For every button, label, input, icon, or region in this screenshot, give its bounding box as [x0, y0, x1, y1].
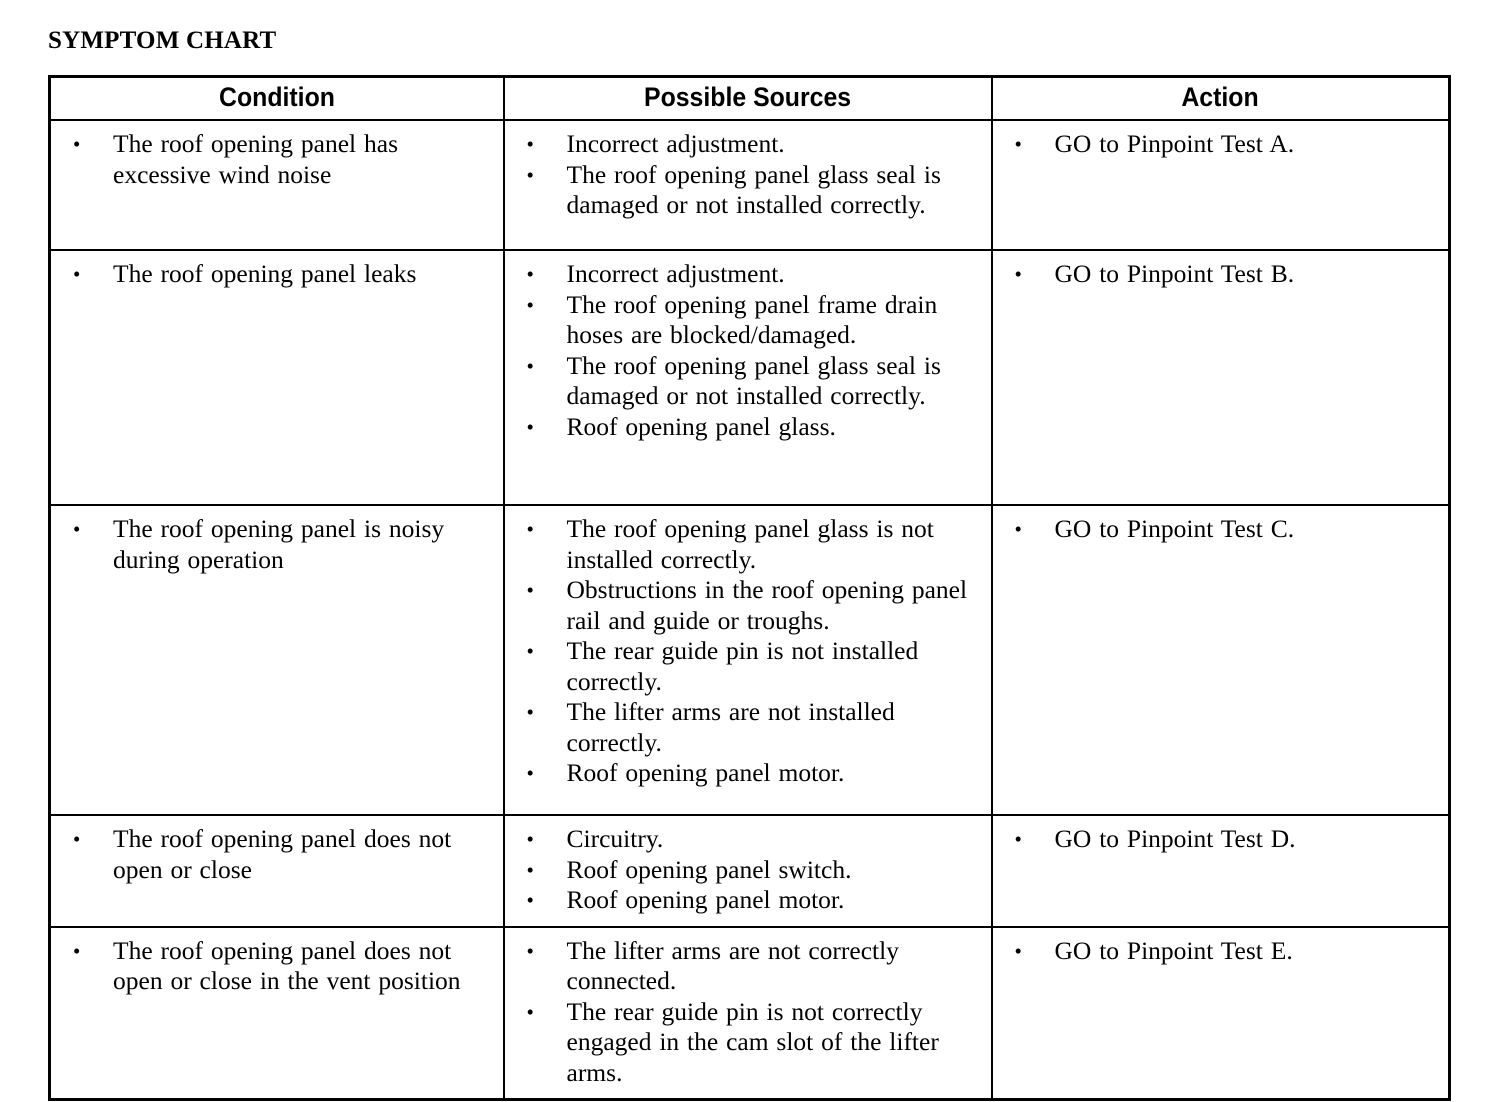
column-header-possible-sources-label: Possible Sources: [643, 82, 852, 112]
list-item: GO to Pinpoint Test C.: [999, 514, 1443, 545]
action-list: GO to Pinpoint Test C.: [999, 514, 1443, 545]
cell-action: GO to Pinpoint Test A.: [990, 119, 1451, 251]
list-item: Roof opening panel motor.: [511, 885, 985, 916]
list-item: The lifter arms are not correctly connec…: [511, 936, 985, 997]
table-row: The roof opening panel leaks Incorrect a…: [48, 249, 1451, 506]
list-item: Incorrect adjustment.: [511, 259, 985, 290]
action-list: GO to Pinpoint Test D.: [999, 824, 1443, 855]
condition-list: The roof opening panel has excessive win…: [57, 129, 497, 190]
column-header-possible-sources: Possible Sources: [502, 75, 993, 121]
cell-possible-sources: Incorrect adjustment. The roof opening p…: [502, 119, 993, 251]
possible-sources-list: The lifter arms are not correctly connec…: [511, 936, 985, 1089]
cell-condition: The roof opening panel does not open or …: [48, 814, 505, 928]
table-body: The roof opening panel has excessive win…: [48, 119, 1451, 1101]
cell-possible-sources: Circuitry. Roof opening panel switch. Ro…: [502, 814, 993, 928]
cell-action: GO to Pinpoint Test E.: [990, 925, 1451, 1101]
condition-list: The roof opening panel does not open or …: [57, 936, 497, 997]
possible-sources-list: The roof opening panel glass is not inst…: [511, 514, 985, 789]
list-item: The roof opening panel leaks: [57, 259, 497, 290]
cell-action: GO to Pinpoint Test B.: [990, 249, 1451, 506]
symptom-chart-table: Condition Possible Sources Action The ro…: [48, 75, 1451, 1101]
possible-sources-list: Incorrect adjustment. The roof opening p…: [511, 259, 985, 442]
table-row: The roof opening panel is noisy during o…: [48, 504, 1451, 816]
cell-condition: The roof opening panel does not open or …: [48, 925, 505, 1101]
list-item: GO to Pinpoint Test A.: [999, 129, 1443, 160]
list-item: Obstructions in the roof opening panel r…: [511, 575, 985, 636]
list-item: GO to Pinpoint Test D.: [999, 824, 1443, 855]
list-item: The rear guide pin is not installed corr…: [511, 636, 985, 697]
list-item: The lifter arms are not installed correc…: [511, 697, 985, 758]
list-item: The roof opening panel is noisy during o…: [57, 514, 497, 575]
condition-list: The roof opening panel leaks: [57, 259, 497, 290]
condition-list: The roof opening panel does not open or …: [57, 824, 497, 885]
action-list: GO to Pinpoint Test E.: [999, 936, 1443, 967]
list-item: The roof opening panel glass is not inst…: [511, 514, 985, 575]
list-item: The rear guide pin is not correctly enga…: [511, 997, 985, 1089]
table-row: The roof opening panel does not open or …: [48, 814, 1451, 928]
list-item: The roof opening panel glass seal is dam…: [511, 351, 985, 412]
cell-condition: The roof opening panel is noisy during o…: [48, 504, 505, 816]
cell-condition: The roof opening panel leaks: [48, 249, 505, 506]
cell-action: GO to Pinpoint Test C.: [990, 504, 1451, 816]
list-item: The roof opening panel has excessive win…: [57, 129, 497, 190]
list-item: GO to Pinpoint Test B.: [999, 259, 1443, 290]
list-item: The roof opening panel frame drain hoses…: [511, 290, 985, 351]
action-list: GO to Pinpoint Test A.: [999, 129, 1443, 160]
cell-possible-sources: The lifter arms are not correctly connec…: [502, 925, 993, 1101]
page-title: SYMPTOM CHART: [48, 27, 277, 54]
possible-sources-list: Circuitry. Roof opening panel switch. Ro…: [511, 824, 985, 916]
column-header-action: Action: [990, 75, 1451, 121]
cell-action: GO to Pinpoint Test D.: [990, 814, 1451, 928]
list-item: The roof opening panel does not open or …: [57, 824, 497, 885]
table-header-row: Condition Possible Sources Action: [48, 75, 1451, 121]
column-header-action-label: Action: [1181, 82, 1259, 112]
table-row: The roof opening panel does not open or …: [48, 925, 1451, 1101]
column-header-condition-label: Condition: [218, 82, 335, 112]
list-item: Incorrect adjustment.: [511, 129, 985, 160]
list-item: Circuitry.: [511, 824, 985, 855]
table-row: The roof opening panel has excessive win…: [48, 119, 1451, 251]
list-item: GO to Pinpoint Test E.: [999, 936, 1443, 967]
cell-condition: The roof opening panel has excessive win…: [48, 119, 505, 251]
condition-list: The roof opening panel is noisy during o…: [57, 514, 497, 575]
possible-sources-list: Incorrect adjustment. The roof opening p…: [511, 129, 985, 221]
table-header: Condition Possible Sources Action: [48, 75, 1451, 121]
cell-possible-sources: The roof opening panel glass is not inst…: [502, 504, 993, 816]
cell-possible-sources: Incorrect adjustment. The roof opening p…: [502, 249, 993, 506]
list-item: Roof opening panel glass.: [511, 412, 985, 443]
list-item: The roof opening panel glass seal is dam…: [511, 160, 985, 221]
column-header-condition: Condition: [48, 75, 505, 121]
action-list: GO to Pinpoint Test B.: [999, 259, 1443, 290]
list-item: Roof opening panel motor.: [511, 758, 985, 789]
list-item: The roof opening panel does not open or …: [57, 936, 497, 997]
list-item: Roof opening panel switch.: [511, 855, 985, 886]
